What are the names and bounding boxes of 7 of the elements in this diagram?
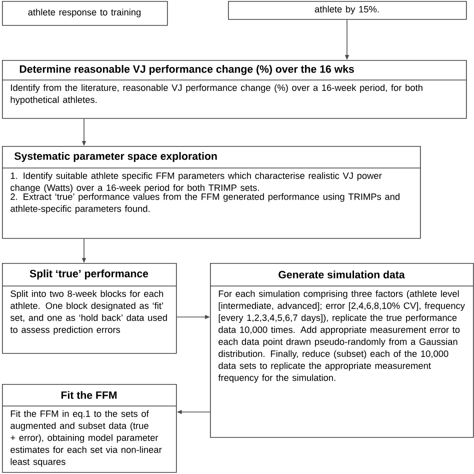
process-box: Determine reasonable VJ performance change (%) over the 16 wks Identify from the literature, reasonable VJ performance change (%) over a 16-week period, for both hypothetical athletes. <box>2 60 467 119</box>
process-box: Split ‘true’ performance Split into two 8-week blocks for each athlete. One block designated as ‘fit’ set, and one as ‘hold back’ data used to assess prediction errors <box>2 263 177 354</box>
process-box: athlete response to training <box>2 1 168 26</box>
process-box: Generate simulation data For each simulation comprising three factors (athlete level [intermediate, advanced]; error [2,4,6,8,10% CV], frequency [every 1,2,3,4,5,6,7 days]), replicate the true performance data 10,000 times. Add appropriate measurement error to each data point drawn pseudo-randomly from a Gaussian distribution. Finally, reduce (subset) each of the 10,000 data sets to replicate the appropriate measurement frequency for the simulation. <box>210 263 474 438</box>
process-box: athlete by 15%. <box>228 1 467 20</box>
process-box: Systematic parameter space exploration 1. Identify suitable athlete specific FFM parameters which characterise realistic VJ power change (Watts) over a 16-week period for both TRIMP sets. 2. Extract ‘true’ performance values from the FFM generated performance using TRIMPs and athlete-specific parameters found. <box>2 146 421 239</box>
process-box: Fit the FFM Fit the FFM in eq.1 to the sets of augmented and subset data (true + error), obtaining model parameter estimates for each set via non-linear least squares <box>2 384 177 473</box>
